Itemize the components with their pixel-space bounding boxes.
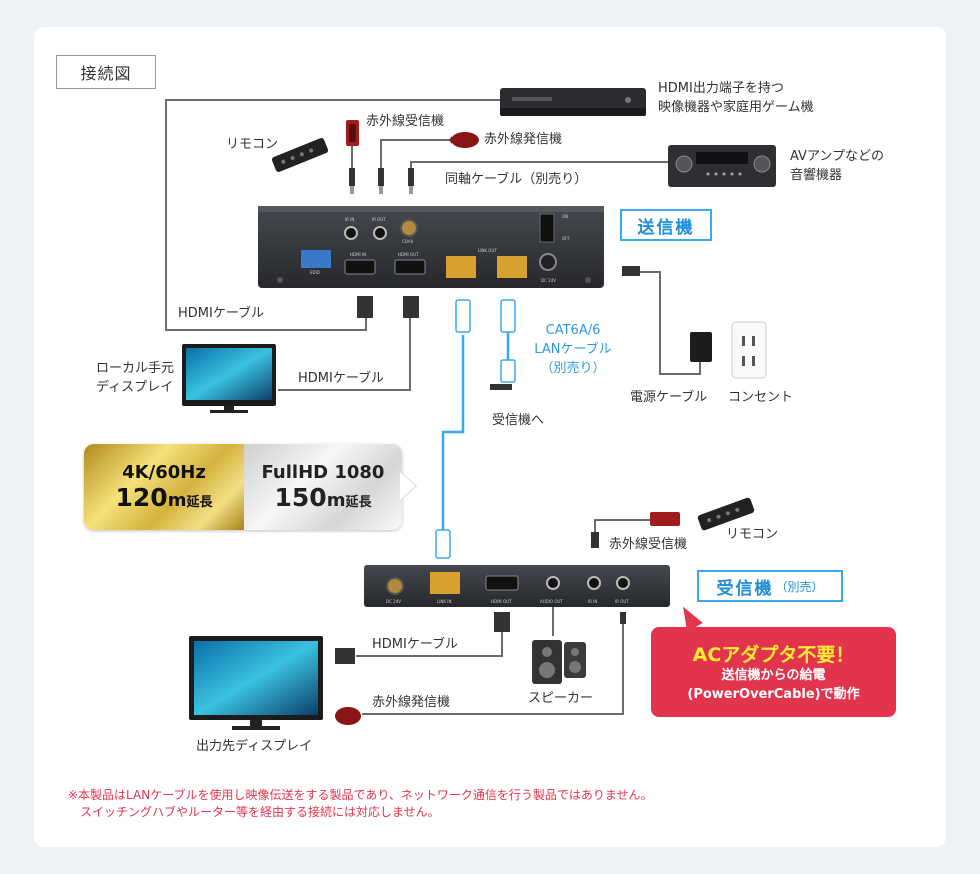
spec-arrow [400, 472, 416, 500]
tx-port-ir-in: IR IN [345, 217, 354, 222]
label-hdmi-cable-out: HDMIケーブル [372, 637, 459, 652]
tx-port-dc: DC 24V [541, 278, 556, 283]
hdmi-source-device [500, 88, 646, 116]
hdmi-plugs-tx [357, 296, 419, 318]
spec-4k: 4K/60Hz 120m延長 [84, 444, 244, 530]
label-local-display: ローカル手元 ディスプレイ [96, 361, 175, 395]
receiver-plug-stub [490, 384, 512, 390]
ac-line1: 送信機からの給電 [721, 668, 826, 684]
ac-line2: (PowerOverCable)で動作 [687, 686, 860, 702]
outlet-icon [731, 321, 767, 379]
hdmi-out-cable [356, 630, 503, 657]
label-speaker: スピーカー [528, 691, 594, 706]
spec-fullhd-line1: FullHD 1080 [261, 462, 385, 483]
ir-emitter-cable-bottom [362, 620, 624, 715]
remote-top [271, 137, 329, 173]
transmitter-device [258, 206, 604, 288]
lan-cable [441, 335, 465, 532]
tx-port-hdmi-in: HDMI IN [350, 252, 366, 257]
tx-port-edid: EDID [310, 270, 320, 275]
lan-connectors [435, 299, 516, 559]
label-outlet: コンセント [728, 390, 794, 405]
label-output-display: 出力先ディスプレイ [196, 739, 313, 754]
tx-switch-on: ON [562, 214, 568, 219]
hdmi-in-cable [165, 99, 500, 331]
receiver-tag-label: 受信機 [716, 578, 774, 599]
label-hdmi-source: HDMI出力端子を持つ 映像機器や家庭用ゲーム機 [658, 81, 814, 115]
remote-bottom [697, 497, 755, 531]
label-hdmi-cable-local: HDMIケーブル [298, 371, 385, 386]
label-ir-receiver-bottom: 赤外線受信機 [609, 537, 688, 552]
label-ir-emitter-top: 赤外線発信機 [484, 132, 563, 147]
label-ir-emitter-bottom: 赤外線発信機 [372, 695, 451, 710]
av-amp-device [668, 145, 776, 187]
power-cable [640, 271, 701, 375]
tx-port-hdmi-out: HDMI OUT [398, 252, 419, 257]
rx-port-link-in: LINK IN [437, 599, 451, 604]
ir-receiver-bottom [591, 512, 680, 548]
ir-receiver-top [346, 120, 359, 146]
local-display [182, 344, 276, 413]
transmitter-tag: 送信機 [620, 209, 712, 241]
receiver-tag: 受信機（別売） [697, 570, 843, 602]
ir-emitter-top [449, 132, 479, 148]
cables [165, 99, 701, 715]
label-ir-receiver-top: 赤外線受信機 [366, 114, 445, 129]
receiver-tag-note: （別売） [775, 579, 824, 594]
label-remote-top: リモコン [226, 137, 279, 152]
label-remote-bottom: リモコン [726, 527, 779, 542]
tx-port-ir-out: IR OUT [372, 217, 386, 222]
plugs-rx [335, 612, 626, 664]
diagram-title: 接続図 [56, 55, 156, 89]
ir-emitter-bottom [335, 707, 361, 725]
label-to-receiver: 受信機へ [492, 413, 545, 428]
label-coax-cable: 同軸ケーブル（別売り） [445, 172, 588, 187]
connector-plugs-top [349, 168, 414, 194]
rx-port-ir-in: IR IN [588, 599, 597, 604]
spec-badge: 4K/60Hz 120m延長 FullHD 1080 150m延長 [84, 444, 402, 530]
tx-port-coax: COAX [402, 239, 414, 244]
spec-4k-length: 120m延長 [115, 483, 213, 512]
rx-port-audio-out: AUDIO OUT [540, 599, 563, 604]
spec-4k-line1: 4K/60Hz [122, 462, 206, 483]
ac-adapter-callout: ACアダプタ不要！ 送信機からの給電 (PowerOverCable)で動作 [651, 627, 896, 717]
rx-port-ir-out: IR OUT [615, 599, 629, 604]
label-av-amp: AVアンプなどの 音響機器 [790, 149, 885, 183]
rx-port-hdmi-out: HDMI OUT [491, 599, 512, 604]
footnote: ※本製品はLANケーブルを使用し映像伝送をする製品であり、ネットワーク通信を行う… [68, 788, 653, 820]
label-hdmi-cable-top: HDMIケーブル [178, 306, 265, 321]
rx-port-dc: DC 24V [386, 599, 401, 604]
ac-headline: ACアダプタ不要！ [692, 644, 855, 667]
speaker-icon [532, 640, 586, 684]
spec-fullhd-length: 150m延長 [274, 483, 372, 512]
tx-switch-off: OFF [562, 236, 570, 241]
label-lan-cable: CAT6A/6 LANケーブル （別売り） [534, 323, 612, 376]
label-power-cable: 電源ケーブル [630, 390, 708, 405]
hdmi-local-cable [278, 318, 411, 391]
output-display [189, 636, 323, 730]
spec-fullhd: FullHD 1080 150m延長 [244, 444, 402, 530]
receiver-device [364, 565, 670, 607]
power-plug [622, 266, 712, 362]
tx-port-link-out: LINK OUT [478, 248, 497, 253]
